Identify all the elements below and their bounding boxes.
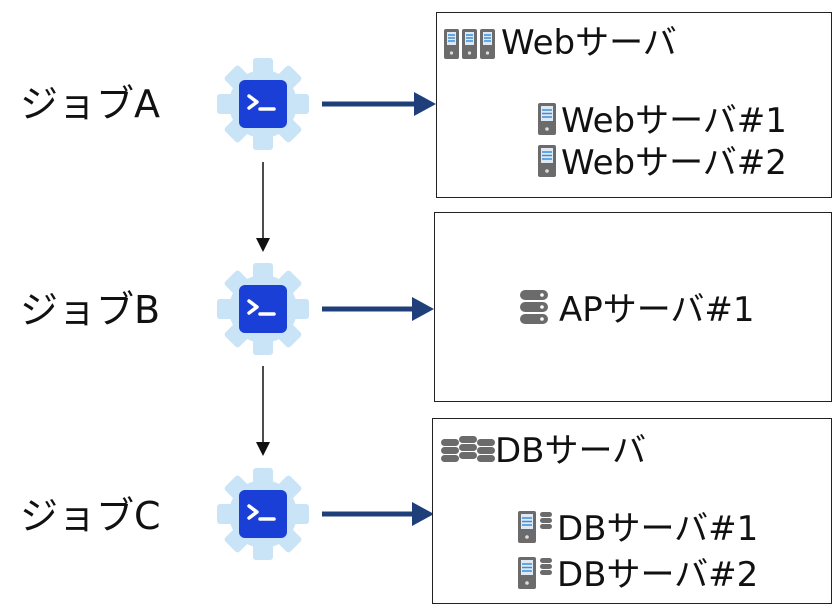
- job-b-icon[interactable]: [214, 260, 312, 358]
- flow-arrow-a-to-b: [256, 162, 270, 252]
- db-server-2-label: DBサーバ#2: [557, 555, 759, 595]
- arrow-job-b-to-ap: [322, 297, 434, 321]
- db-server-1-row[interactable]: DBサーバ#1: [517, 509, 758, 553]
- job-gear-terminal-icon: [217, 58, 309, 150]
- web-server-group-title: Webサーバ: [501, 23, 677, 63]
- job-a-label: ジョブA: [20, 82, 160, 126]
- ap-server-1-label: APサーバ#1: [559, 290, 755, 330]
- server-icon: [537, 144, 557, 187]
- ap-server-group-box[interactable]: APサーバ#1: [434, 212, 832, 402]
- job-c-icon[interactable]: [214, 465, 312, 563]
- db-server-2-row[interactable]: DBサーバ#2: [517, 555, 758, 599]
- db-server-icon: [517, 556, 553, 599]
- web-server-1-row[interactable]: Webサーバ#1: [537, 101, 787, 145]
- db-server-1-label: DBサーバ#1: [557, 509, 759, 549]
- server-icon: [537, 102, 557, 145]
- db-server-group-title: DBサーバ: [495, 431, 647, 471]
- server-group-icon: [443, 27, 497, 67]
- db-server-group-box[interactable]: DBサーバ DBサーバ#1: [432, 418, 832, 604]
- job-gear-terminal-icon: [217, 468, 309, 560]
- job-gear-terminal-icon: [217, 263, 309, 355]
- web-server-group-box[interactable]: Webサーバ Webサーバ#1 Webサーバ#2: [436, 12, 832, 198]
- arrow-job-a-to-web: [322, 92, 436, 116]
- web-server-2-row[interactable]: Webサーバ#2: [537, 143, 787, 187]
- job-c-label: ジョブC: [20, 494, 161, 538]
- web-server-1-label: Webサーバ#1: [561, 101, 787, 141]
- db-server-icon: [517, 510, 553, 553]
- ap-server-1-row[interactable]: APサーバ#1: [519, 288, 755, 335]
- job-b-label: ジョブB: [20, 288, 161, 332]
- web-server-2-label: Webサーバ#2: [561, 143, 787, 183]
- arrow-job-c-to-db: [322, 502, 434, 526]
- database-group-icon: [441, 435, 495, 471]
- flow-arrow-b-to-c: [256, 366, 270, 456]
- job-a-icon[interactable]: [214, 55, 312, 153]
- database-icon: [519, 288, 549, 335]
